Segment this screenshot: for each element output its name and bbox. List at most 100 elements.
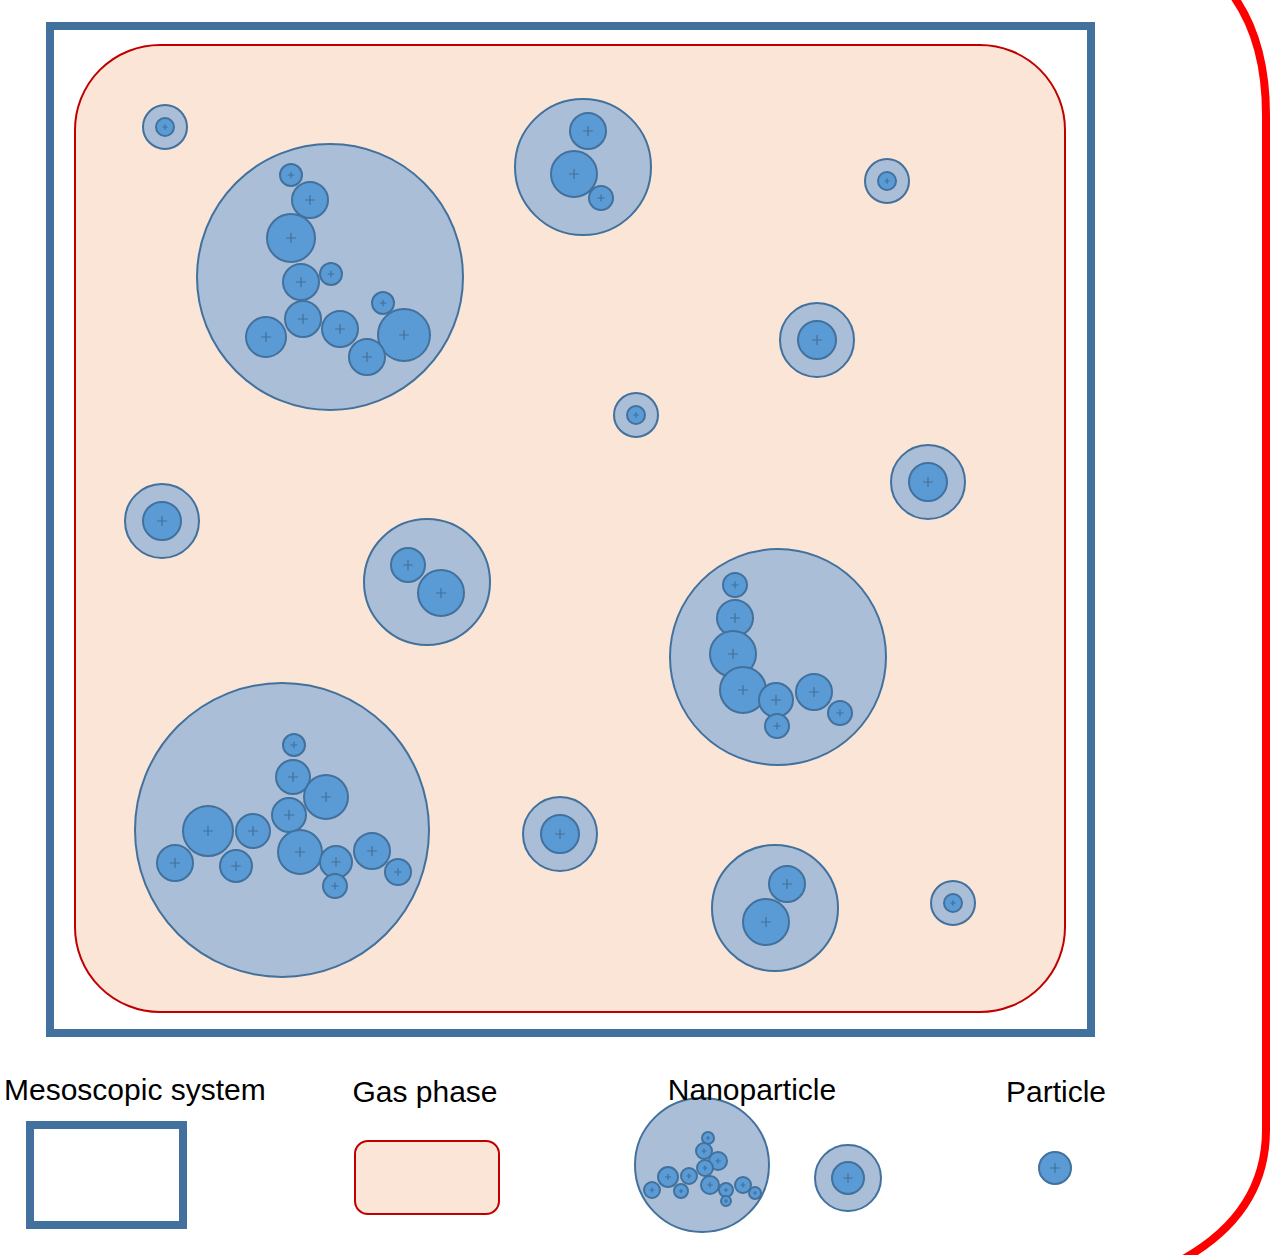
particle <box>285 301 321 337</box>
center-mark <box>367 846 377 856</box>
center-mark <box>583 126 593 136</box>
particle <box>589 186 613 210</box>
particle <box>769 866 805 902</box>
center-mark <box>597 194 604 201</box>
particle <box>796 674 832 710</box>
nanoparticle <box>515 99 651 235</box>
center-mark <box>286 233 296 243</box>
center-mark <box>731 581 738 588</box>
particle <box>627 406 645 424</box>
nanoparticle <box>865 159 909 203</box>
legend-swatch <box>354 1140 500 1215</box>
center-mark <box>950 900 955 905</box>
center-mark <box>715 1158 720 1163</box>
center-mark <box>331 882 338 889</box>
center-mark <box>665 1174 671 1180</box>
particle <box>644 1182 660 1198</box>
red-frame <box>1178 0 1266 1255</box>
center-mark <box>782 879 792 889</box>
center-mark <box>771 695 781 705</box>
nanoparticle <box>197 144 463 410</box>
particle <box>246 317 286 357</box>
particle <box>759 683 793 717</box>
particle <box>878 172 896 190</box>
particle <box>323 874 347 898</box>
nanoparticle <box>815 1145 881 1211</box>
nanoparticle <box>135 683 429 977</box>
particle <box>267 214 315 262</box>
particle <box>283 734 305 756</box>
nanoparticle <box>523 797 597 871</box>
nanoparticle-samples <box>635 1098 1071 1232</box>
particle <box>721 1196 731 1206</box>
center-mark <box>394 868 402 876</box>
particle <box>349 339 385 375</box>
center-mark <box>843 1173 853 1183</box>
center-mark <box>650 1188 655 1193</box>
particle <box>157 845 193 881</box>
center-mark <box>1050 1163 1060 1173</box>
particle <box>322 311 358 347</box>
center-mark <box>296 277 306 287</box>
particle <box>701 1176 719 1194</box>
center-mark <box>436 588 446 598</box>
particle <box>541 815 579 853</box>
nanoparticle <box>125 484 199 558</box>
particle <box>320 263 342 285</box>
center-mark <box>741 1183 746 1188</box>
center-mark <box>724 1199 728 1203</box>
particle-sample <box>1039 1152 1071 1184</box>
center-mark <box>298 314 308 324</box>
center-mark <box>724 1188 728 1192</box>
center-mark <box>295 847 305 857</box>
particle <box>372 292 394 314</box>
center-mark <box>362 352 372 362</box>
legend-label: Particle <box>1006 1074 1106 1110</box>
nanoparticle <box>670 549 886 765</box>
nanoparticles <box>125 99 975 977</box>
mesoscopic-system <box>50 26 1091 1033</box>
center-mark <box>923 477 933 487</box>
particle <box>798 321 836 359</box>
particle <box>304 775 348 819</box>
center-mark <box>380 300 387 307</box>
center-mark <box>753 1191 757 1195</box>
particle <box>551 151 597 197</box>
center-mark <box>555 829 565 839</box>
legend-label: Gas phase <box>352 1074 497 1110</box>
particle <box>944 894 962 912</box>
particle <box>658 1167 678 1187</box>
particle <box>292 182 328 218</box>
center-mark <box>170 858 180 868</box>
center-mark <box>738 685 748 695</box>
particle <box>749 1187 761 1199</box>
nanoparticle <box>143 105 187 149</box>
particle <box>391 548 425 582</box>
particle <box>832 1162 864 1194</box>
particle <box>385 859 411 885</box>
center-mark <box>261 332 271 342</box>
nanoparticle <box>712 845 838 971</box>
particle <box>280 164 302 186</box>
center-mark <box>702 1149 707 1154</box>
particle <box>220 850 252 882</box>
particle <box>183 806 233 856</box>
center-mark <box>157 516 167 526</box>
particle <box>156 118 174 136</box>
center-mark <box>288 772 298 782</box>
particle <box>828 701 852 725</box>
center-mark <box>291 742 298 749</box>
center-mark <box>633 412 638 417</box>
center-mark <box>703 1166 708 1171</box>
nanoparticle <box>614 393 658 437</box>
nanoparticle <box>635 1098 769 1232</box>
center-mark <box>331 857 341 867</box>
center-mark <box>231 861 241 871</box>
center-mark <box>884 178 889 183</box>
particle <box>719 1183 733 1197</box>
center-mark <box>687 1174 692 1179</box>
center-mark <box>328 271 335 278</box>
center-mark <box>399 330 409 340</box>
center-mark <box>288 172 295 179</box>
